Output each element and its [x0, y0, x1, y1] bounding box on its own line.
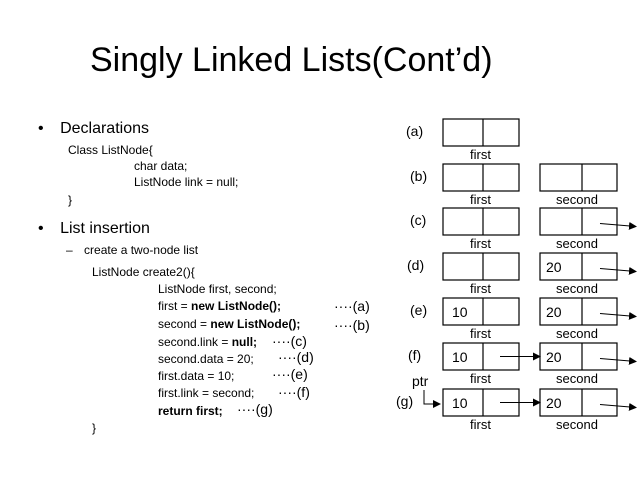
- code-line: }: [92, 421, 97, 435]
- bullet-marker: •: [38, 220, 44, 237]
- second-node: [539, 252, 618, 281]
- null-arrow: [599, 221, 637, 230]
- bullet-text: Declarations: [60, 120, 149, 137]
- step-label: (f): [408, 347, 421, 363]
- first-data-value: 10: [452, 304, 468, 320]
- code-line: return first;: [158, 404, 223, 419]
- first-node-label: first: [470, 236, 491, 251]
- second-node: [539, 163, 618, 192]
- code-line: first.link = second;: [158, 386, 254, 401]
- null-arrow: [599, 266, 637, 275]
- code-text: second =: [158, 317, 211, 331]
- first-node-label: first: [470, 281, 491, 296]
- step-label: (c): [410, 212, 426, 228]
- code-text: second.link =: [158, 335, 232, 349]
- page-title: Singly Linked Lists(Cont’d): [90, 41, 493, 79]
- first-node-label: first: [470, 371, 491, 386]
- second-node-label: second: [556, 192, 598, 207]
- second-data-value: 20: [546, 304, 562, 320]
- step-label: (e): [410, 302, 427, 318]
- second-data-value: 20: [546, 349, 562, 365]
- code-line: ListNode link = null;: [134, 175, 239, 189]
- first-node: [442, 297, 520, 326]
- second-node-label: second: [556, 326, 598, 341]
- null-arrow: [599, 311, 637, 320]
- code-line: second.link = null;: [158, 335, 257, 350]
- code-line: first.data = 10;: [158, 369, 234, 384]
- first-node-label: first: [470, 192, 491, 207]
- first-node: [442, 252, 520, 281]
- second-node-label: second: [556, 417, 598, 432]
- second-node: [539, 207, 618, 236]
- second-node-label: second: [556, 281, 598, 296]
- second-node: [539, 388, 618, 417]
- code-line: Class ListNode{: [68, 143, 153, 157]
- code-line: ListNode create2(){: [92, 265, 195, 279]
- code-keyword: return first;: [158, 404, 223, 418]
- second-data-value: 20: [546, 395, 562, 411]
- annotation-d: ····(d): [278, 349, 314, 365]
- second-node-label: second: [556, 371, 598, 386]
- second-data-value: 20: [546, 259, 562, 275]
- first-node-label: first: [470, 326, 491, 341]
- sub-bullet: – create a two-node list: [66, 243, 198, 258]
- second-node: [539, 297, 618, 326]
- first-node-label: first: [470, 147, 491, 162]
- code-line: ListNode first, second;: [158, 282, 277, 297]
- sub-bullet-marker: –: [66, 243, 73, 257]
- first-node: [442, 163, 520, 192]
- code-keyword: new ListNode();: [191, 299, 282, 313]
- bullet-list-insertion: • List insertion: [38, 219, 150, 238]
- annotation-a: ····(a): [334, 298, 370, 314]
- second-node-label: second: [556, 236, 598, 251]
- annotation-g: ····(g): [237, 401, 273, 417]
- first-node: [442, 118, 520, 147]
- code-text: second.data = 20;: [158, 352, 254, 366]
- code-line: char data;: [134, 159, 188, 173]
- code-line: second = new ListNode();: [158, 317, 300, 332]
- first-node: [442, 207, 520, 236]
- annotation-b: ····(b): [334, 317, 370, 333]
- code-keyword: new ListNode();: [210, 317, 301, 331]
- code-text: first =: [158, 299, 192, 313]
- bullet-marker: •: [38, 120, 44, 137]
- code-text: first.data = 10;: [158, 369, 235, 383]
- annotation-c: ····(c): [272, 333, 307, 349]
- code-keyword: null;: [231, 335, 258, 349]
- first-data-value: 10: [452, 349, 468, 365]
- step-label: (b): [410, 168, 427, 184]
- step-label: (g): [396, 393, 413, 409]
- ptr-label: ptr: [412, 373, 429, 389]
- code-text: first.link = second;: [158, 386, 255, 400]
- second-node: [539, 342, 618, 371]
- ptr-arrow: [423, 390, 441, 408]
- step-label: (d): [407, 257, 424, 273]
- code-text: ListNode first, second;: [158, 282, 277, 296]
- annotation-e: ····(e): [272, 366, 308, 382]
- sub-bullet-text: create a two-node list: [84, 243, 199, 257]
- first-data-value: 10: [452, 395, 468, 411]
- code-line: second.data = 20;: [158, 352, 254, 367]
- bullet-text: List insertion: [60, 220, 150, 237]
- annotation-f: ····(f): [278, 384, 310, 400]
- code-line: }: [68, 193, 73, 207]
- null-arrow: [599, 402, 637, 411]
- step-label: (a): [406, 123, 423, 139]
- first-node-label: first: [470, 417, 491, 432]
- code-line: first = new ListNode();: [158, 299, 281, 314]
- null-arrow: [599, 356, 637, 365]
- bullet-declarations: • Declarations: [38, 119, 149, 138]
